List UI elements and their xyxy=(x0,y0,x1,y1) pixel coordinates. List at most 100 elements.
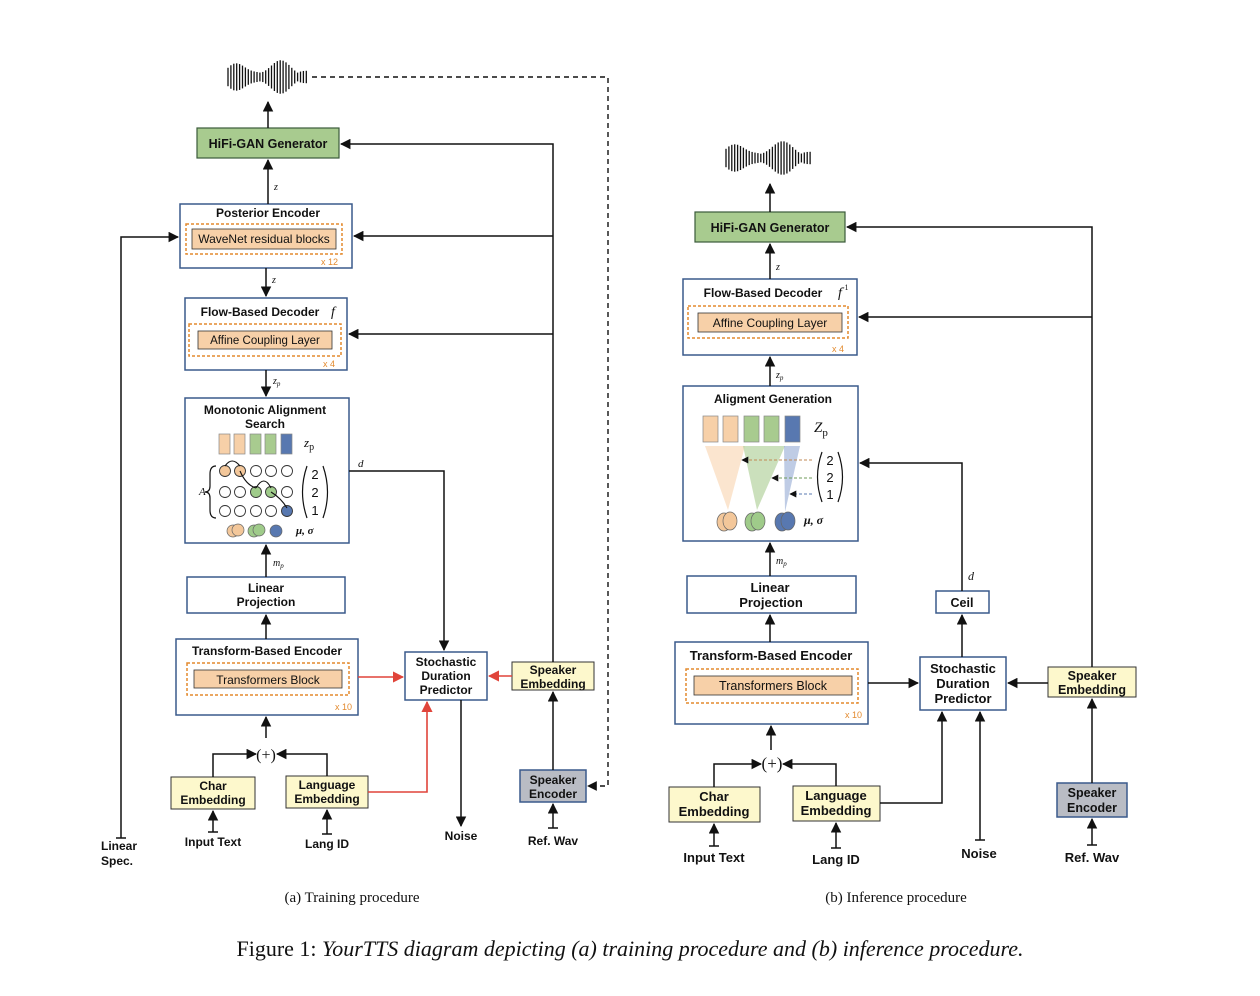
affine-label: Affine Coupling Layer xyxy=(713,316,828,330)
mas-zp-label: zp xyxy=(303,435,314,453)
sdp-label-2: Duration xyxy=(421,669,470,683)
alignment-duration-1: 2 xyxy=(826,470,833,485)
training-connectors xyxy=(116,100,559,839)
transformers-block-label: Transformers Block xyxy=(719,679,828,693)
char-embedding-box xyxy=(668,786,761,823)
speaker-encoder-label-2: Encoder xyxy=(529,787,577,801)
affine-repeat-label: x 4 xyxy=(323,359,335,369)
mas-paren-right xyxy=(322,465,329,519)
alignment-cell xyxy=(219,505,231,517)
concat-symbol: (+) xyxy=(762,754,783,773)
transformer-encoder-label: Transform-Based Encoder xyxy=(690,648,853,663)
transformers-dashed-frame xyxy=(685,668,859,704)
affine-repeat-label: x 4 xyxy=(832,344,844,354)
mas-gaussian-dots xyxy=(226,523,283,538)
transformers-dashed-frame xyxy=(186,662,350,696)
alignment-cell xyxy=(265,505,277,517)
speaker-encoder-dashed-feedback xyxy=(312,76,609,791)
affine-label: Affine Coupling Layer xyxy=(210,335,320,347)
language-embedding-box xyxy=(285,775,369,809)
mas-paren-left xyxy=(301,465,308,519)
lang-id-label: Lang ID xyxy=(305,837,349,851)
mas-label-1: Monotonic Alignment xyxy=(204,403,326,417)
transformers-block-label: Transformers Block xyxy=(216,673,321,687)
mas-left-brace xyxy=(204,465,217,519)
wavenet-dashed-frame xyxy=(185,223,343,255)
mp-label: mp xyxy=(273,558,284,570)
sdp-label-2: Duration xyxy=(936,676,990,691)
waveform-output-icon xyxy=(725,141,811,175)
sdp-box xyxy=(404,651,488,701)
flow-decoder-label: Flow-Based Decoder xyxy=(201,305,320,319)
transformers-repeat-label: x 10 xyxy=(335,702,352,712)
speaker-embedding-box xyxy=(1047,666,1137,698)
speaker-embedding-box xyxy=(511,661,595,691)
char-embedding-label-1: Char xyxy=(199,779,227,793)
alignment-cell xyxy=(281,486,293,498)
linear-projection-label-1: Linear xyxy=(750,580,789,595)
inference-connectors xyxy=(708,182,1098,849)
alignment-matrix xyxy=(219,465,293,517)
mas-label-2: Search xyxy=(245,417,285,431)
posterior-encoder-label: Posterior Encoder xyxy=(216,206,320,220)
wavenet-label: WaveNet residual blocks xyxy=(198,232,330,246)
alignment-cell xyxy=(219,486,231,498)
waveform-output-icon xyxy=(227,60,307,94)
inference-subcaption: (b) Inference procedure xyxy=(825,890,967,906)
z-label-lower: z xyxy=(271,275,276,286)
hifi-gan-label: HiFi-GAN Generator xyxy=(209,137,328,151)
alignment-cell xyxy=(250,465,262,477)
affine-dashed-frame xyxy=(687,305,849,339)
language-embedding-label-1: Language xyxy=(299,778,356,792)
alignment-paren-left xyxy=(816,451,823,503)
language-embedding-label-2: Embedding xyxy=(801,803,872,818)
speaker-encoder-box xyxy=(519,769,587,803)
hifi-gan-generator-box xyxy=(196,127,340,159)
alignment-duration-2: 1 xyxy=(826,487,833,502)
noise-label: Noise xyxy=(445,829,478,843)
flow-f-symbol: f xyxy=(331,305,337,320)
mas-duration-1: 2 xyxy=(311,485,318,500)
speaker-embedding-label-2: Embedding xyxy=(520,677,585,691)
inference-panel: HiFi-GAN Generator Flow-Based Decoder f-… xyxy=(668,141,1137,906)
alignment-expansion-cones xyxy=(705,446,800,512)
affine-block xyxy=(697,312,843,333)
speaker-encoder-label-1: Speaker xyxy=(1068,786,1117,800)
input-text-label: Input Text xyxy=(683,850,745,865)
mas-mu-sigma: μ, σ xyxy=(295,525,315,537)
alignment-dashed-arrows xyxy=(741,456,812,498)
flow-f-inverse-symbol: f-1 xyxy=(838,283,849,301)
alignment-cell xyxy=(281,505,293,517)
input-text-label: Input Text xyxy=(185,835,241,849)
linear-spec-label-2: Spec. xyxy=(101,854,133,868)
linear-projection-label-1: Linear xyxy=(248,581,284,595)
sdp-label-3: Predictor xyxy=(934,691,991,706)
speaker-encoder-label-1: Speaker xyxy=(530,773,577,787)
transformers-block xyxy=(693,675,853,696)
alignment-generation-label: Aligment Generation xyxy=(714,392,832,406)
alignment-gaussian-dots xyxy=(716,511,796,532)
language-embedding-label-2: Embedding xyxy=(294,792,359,806)
speaker-embedding-label-1: Speaker xyxy=(1068,669,1117,683)
zp-label-flow: zp xyxy=(272,376,281,388)
linear-projection-label-2: Projection xyxy=(739,595,803,610)
char-embedding-label-2: Embedding xyxy=(679,804,750,819)
zp-token-bars xyxy=(218,433,293,455)
alignment-cell xyxy=(219,465,231,477)
wavenet-block xyxy=(191,228,337,250)
affine-dashed-frame xyxy=(188,323,342,357)
affine-block xyxy=(197,330,333,350)
alignment-paren-right xyxy=(837,451,844,503)
sdp-label-3: Predictor xyxy=(420,683,473,697)
alignment-duration-0: 2 xyxy=(826,453,833,468)
linear-spec-label-1: Linear xyxy=(101,839,137,853)
speaker-encoder-label-2: Encoder xyxy=(1067,801,1117,815)
noise-label: Noise xyxy=(961,846,996,861)
d-label: d xyxy=(968,569,975,583)
d-label: d xyxy=(358,458,364,470)
speaker-embedding-label-2: Embedding xyxy=(1058,683,1126,697)
training-panel: HiFi-GAN Generator Posterior Encoder Wav… xyxy=(101,60,609,906)
alignment-cell xyxy=(234,505,246,517)
zp-label-flow: zp xyxy=(775,370,784,382)
